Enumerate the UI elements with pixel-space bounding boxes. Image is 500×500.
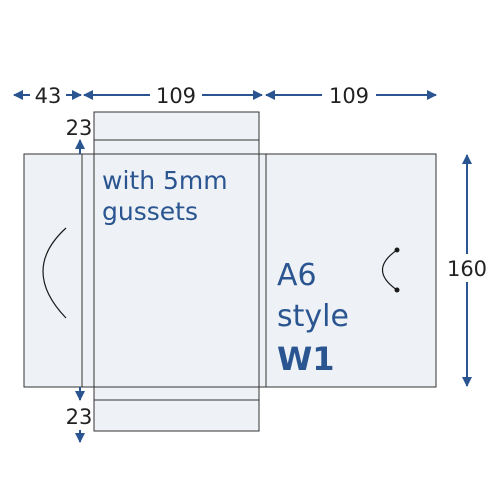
- style-code: W1: [277, 340, 335, 378]
- gusset-note-line1: with 5mm: [102, 166, 228, 195]
- slot-end-dot: [394, 287, 400, 293]
- dim-bottom-flap-height: 23: [66, 405, 93, 429]
- size-label: A6: [277, 258, 317, 293]
- dim-height: 160: [447, 257, 487, 281]
- gusset-note-line2: gussets: [102, 197, 198, 226]
- tuck-slot-curve: [381, 249, 398, 291]
- dim-top-flap-height: 23: [66, 116, 93, 140]
- back-panel: [265, 153, 437, 388]
- top-flap: [93, 111, 260, 155]
- bottom-flap: [93, 386, 260, 432]
- thumb-cut-curve: [42, 227, 67, 319]
- slot-end-dot: [394, 247, 400, 253]
- left-side-flap: [23, 153, 83, 388]
- front-panel: [81, 153, 267, 388]
- dim-side-flap-width: 43: [35, 84, 62, 108]
- dim-front-width: 109: [156, 84, 196, 108]
- style-word: style: [277, 299, 349, 334]
- dim-back-width: 109: [329, 84, 369, 108]
